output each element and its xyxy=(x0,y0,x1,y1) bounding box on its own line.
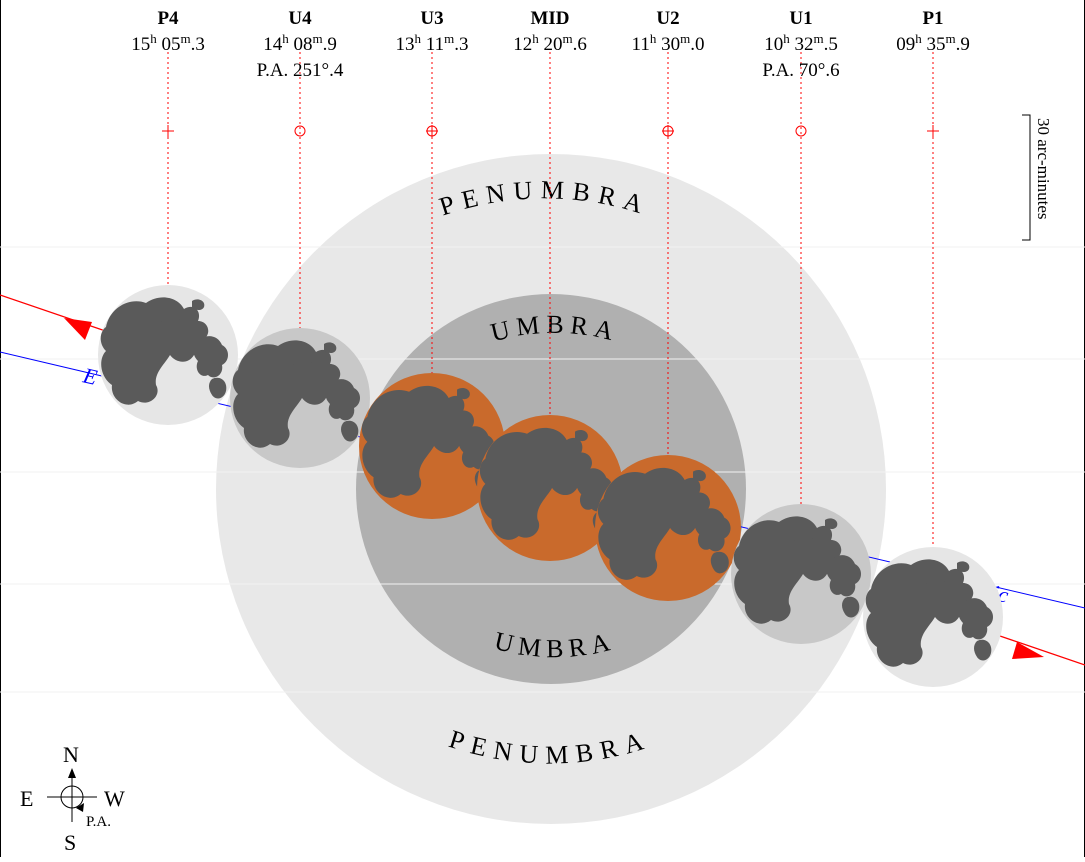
compass-west-label: W xyxy=(104,786,125,811)
marker-p4 xyxy=(162,125,174,137)
compass-north-arrow xyxy=(68,768,76,778)
event-label-u1: U1 xyxy=(789,8,812,29)
event-time-p1: 09h 35m.9 xyxy=(896,31,970,55)
moon-path-arrow-right xyxy=(1012,642,1044,659)
moon-u4 xyxy=(230,328,370,468)
scale-bar-label: 30 arc-minutes xyxy=(1034,118,1053,220)
event-time-mid: 12h 20m.6 xyxy=(513,31,587,55)
compass: N S E W P.A. xyxy=(20,742,125,855)
event-time-p4: 15h 05m.3 xyxy=(131,31,205,55)
moon-p1 xyxy=(863,547,1003,687)
event-pa-u1: P.A. 70°.6 xyxy=(762,60,839,81)
compass-south-label: S xyxy=(64,830,76,855)
event-label-u2: U2 xyxy=(656,8,679,29)
event-markers xyxy=(162,125,939,137)
moon-p4 xyxy=(98,285,238,425)
compass-east-label: E xyxy=(20,786,33,811)
marker-u4 xyxy=(294,125,306,137)
moon-u3 xyxy=(359,373,505,519)
event-time-u1: 10h 32m.5 xyxy=(764,31,838,55)
compass-pa-label: P.A. xyxy=(86,814,111,830)
event-time-u3: 13h 11m.3 xyxy=(396,31,469,55)
marker-u2 xyxy=(662,125,674,137)
scale-bar: 30 arc-minutes xyxy=(1022,114,1053,241)
event-pa-u4: P.A. 251°.4 xyxy=(257,60,344,81)
event-label-p1: P1 xyxy=(922,8,943,29)
marker-u3 xyxy=(426,125,438,137)
moon-u2 xyxy=(595,455,741,601)
event-label-mid: MID xyxy=(530,8,569,29)
marker-p1 xyxy=(927,125,939,137)
event-time-u2: 11h 30m.0 xyxy=(632,31,705,55)
moon-u1 xyxy=(731,504,871,644)
compass-pa-arrow xyxy=(76,803,84,812)
moon-positions xyxy=(98,285,1003,687)
marker-u1 xyxy=(795,125,807,137)
event-label-u3: U3 xyxy=(420,8,443,29)
event-label-p4: P4 xyxy=(157,8,179,29)
event-label-u4: U4 xyxy=(288,8,312,29)
event-time-u4: 14h 08m.9 xyxy=(263,31,337,55)
moon-mid xyxy=(477,415,623,561)
scale-bar-bracket xyxy=(1022,114,1031,241)
moon-path-arrow-left xyxy=(64,318,92,340)
ecliptic-label-left: E xyxy=(80,362,100,390)
compass-north-label: N xyxy=(63,742,79,767)
